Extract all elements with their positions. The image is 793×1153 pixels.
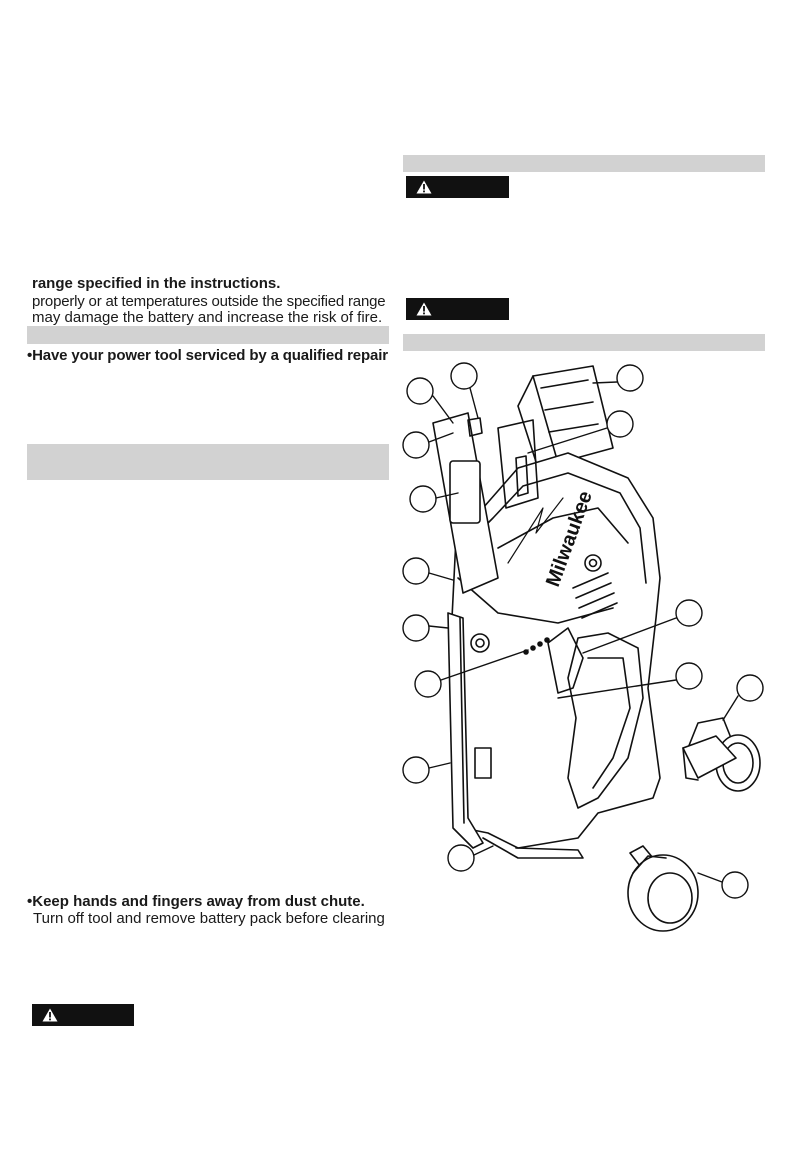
dust-bag-adapter [627,845,699,932]
battery-pack [517,365,614,469]
tool-illustration: Milwaukee [398,358,793,938]
battery-warning-line-2: may damage the battery and increase the … [32,309,383,326]
battery-warning-line-1: properly or at temperatures outside the … [32,293,386,310]
safety-section-bar [27,444,389,480]
dust-chute-line: Turn off tool and remove battery pack be… [33,910,385,927]
warning-triangle-icon [416,302,432,316]
warning-badge-right-2 [406,298,509,320]
warning-triangle-icon [416,180,432,194]
lightning-graphic [507,497,564,564]
dust-port-adapter [682,717,761,792]
service-section-bar [27,326,389,344]
right-section-bar-2 [403,334,765,351]
warning-badge-left [32,1004,134,1026]
planer-body [432,412,661,859]
callouts [402,362,764,899]
dust-chute-warning: •Keep hands and fingers away from dust c… [27,893,365,910]
right-section-bar-1 [403,155,765,172]
warning-badge-right-1 [406,176,509,198]
service-line: •Have your power tool serviced by a qual… [27,347,388,364]
battery-warning-tail: range specified in the instructions. [32,275,281,292]
warning-triangle-icon [42,1008,58,1022]
